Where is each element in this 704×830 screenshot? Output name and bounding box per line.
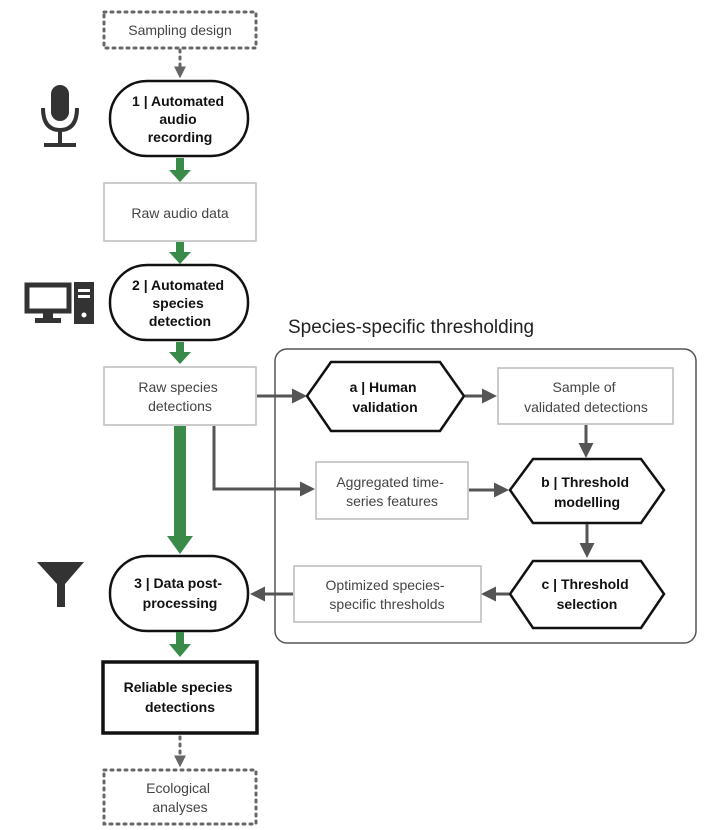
raw-audio-label: Raw audio data — [131, 205, 229, 221]
green-arrow-head — [169, 170, 191, 182]
reliable-detections-label: Reliable species detections — [124, 679, 237, 715]
step2-node — [108, 263, 250, 342]
green-arrow — [176, 632, 184, 646]
optimized-thresholds-label: Optimized species- specific thresholds — [326, 577, 449, 612]
aggregated-features-label: Aggregated time- series features — [336, 474, 447, 509]
sampling-design-box — [102, 10, 258, 50]
raw-audio-box — [103, 182, 257, 242]
human-validation-node — [305, 360, 466, 433]
green-arrow — [176, 342, 184, 354]
step2-label: 2 | Automated species detection — [132, 277, 228, 329]
green-arrow-head — [167, 536, 193, 554]
human-validation-label: a | Human validation — [350, 379, 421, 415]
sample-validated-box — [497, 367, 674, 425]
raw-detections-label: Raw species detections — [138, 379, 221, 414]
reliable-detections-box — [101, 660, 259, 735]
raw-detections-box — [103, 366, 257, 426]
green-arrow-head — [169, 352, 191, 364]
threshold-selection-node — [508, 559, 666, 630]
ecological-analyses-box — [102, 768, 258, 826]
green-arrow-head — [169, 644, 191, 657]
filter-icon — [37, 562, 84, 607]
microphone-icon — [41, 85, 79, 147]
ecological-analyses-label: Ecological analyses — [146, 780, 214, 815]
optimized-thresholds-box — [293, 565, 482, 623]
step1-label: 1 | Automated audio recording — [132, 93, 228, 145]
green-arrow-head — [169, 252, 191, 264]
green-arrow-thick — [174, 426, 186, 538]
thresholding-title: Species-specific thresholding — [288, 317, 534, 338]
step3-label: 3 | Data post- processing — [134, 575, 226, 611]
arrow-to-aggregated — [212, 426, 315, 497]
thresholding-container — [274, 348, 697, 644]
green-arrow — [176, 242, 184, 254]
aggregated-features-box — [315, 461, 469, 520]
step3-node — [108, 554, 250, 633]
computer-icon — [24, 282, 94, 324]
sample-validated-label: Sample of validated detections — [524, 379, 648, 415]
step1-node — [108, 79, 250, 158]
threshold-selection-label: c | Threshold selection — [541, 576, 632, 612]
green-arrow — [176, 158, 184, 172]
threshold-modelling-label: b | Threshold modelling — [541, 474, 633, 510]
sampling-design-label: Sampling design — [128, 22, 232, 38]
threshold-modelling-node — [508, 457, 666, 525]
